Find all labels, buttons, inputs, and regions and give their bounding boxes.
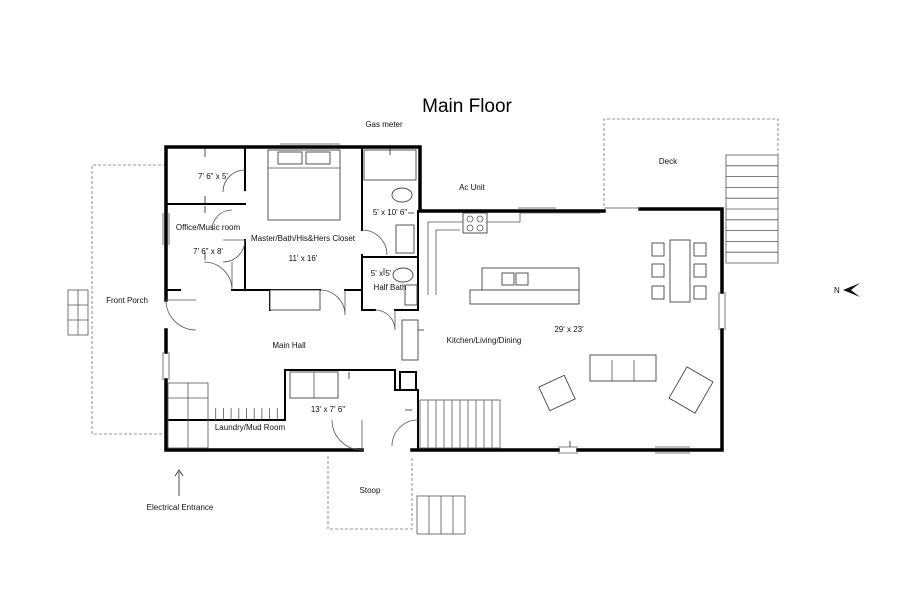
armchair-left (538, 374, 576, 412)
ac-unit-label: Ac Unit (459, 183, 486, 192)
dimension-arrows (204, 148, 571, 447)
front-porch-label: Front Porch (106, 296, 148, 305)
windows (162, 143, 726, 454)
gas-meter-label: Gas meter (365, 120, 403, 129)
bath-dim-label: 5' x 10' 6" (373, 208, 408, 217)
kitchen-island (481, 267, 580, 291)
svg-text:N: N (834, 286, 840, 295)
office-dim-label: 7' 6" x 8' (193, 247, 223, 256)
stoop-outline (327, 456, 413, 530)
laundry-dim-label: 13' x 7' 6" (311, 405, 346, 414)
armchair-right (668, 366, 714, 414)
electrical-label: Electrical Entrance (147, 503, 214, 512)
furniture (267, 149, 714, 414)
side-door (331, 419, 363, 451)
fridge (401, 319, 419, 361)
front-door (165, 299, 197, 331)
half-bath-dim-label: 5' x 5' (371, 269, 392, 278)
office-label: Office/Music room (176, 223, 241, 232)
stoop-label: Stoop (360, 486, 381, 495)
electrical-arrow (174, 469, 184, 496)
master-dim-label: 11' x 16' (289, 254, 318, 263)
sofa (589, 354, 657, 382)
dining-table (669, 239, 691, 303)
deck-outline (603, 118, 779, 206)
front-porch-outline (91, 164, 166, 435)
exterior-walls (164, 145, 724, 452)
exterior-areas (91, 118, 779, 530)
stairs (67, 154, 779, 535)
deck-label: Deck (659, 157, 678, 166)
kitchen-dim-label: 29' x 23' (554, 325, 584, 334)
main-hall-label: Main Hall (272, 341, 306, 350)
plan-title: Main Floor (422, 96, 512, 117)
kitchen-label: Kitchen/Living/Dining (447, 336, 522, 345)
half-bath-label: Half Bath (374, 283, 407, 292)
closet-dim-label: 7' 6" x 5' (198, 172, 228, 181)
stove (462, 212, 488, 234)
doors (165, 169, 419, 451)
master-label: Master/Bath/His&Hers Closet (251, 234, 356, 243)
laundry-label: Laundry/Mud Room (215, 423, 286, 432)
north-arrow-icon: N (834, 283, 860, 297)
room-labels: Gas meter Deck Ac Unit 7' 6" x 5' Office… (106, 120, 678, 512)
vanity (395, 224, 415, 254)
toilet (391, 187, 413, 203)
